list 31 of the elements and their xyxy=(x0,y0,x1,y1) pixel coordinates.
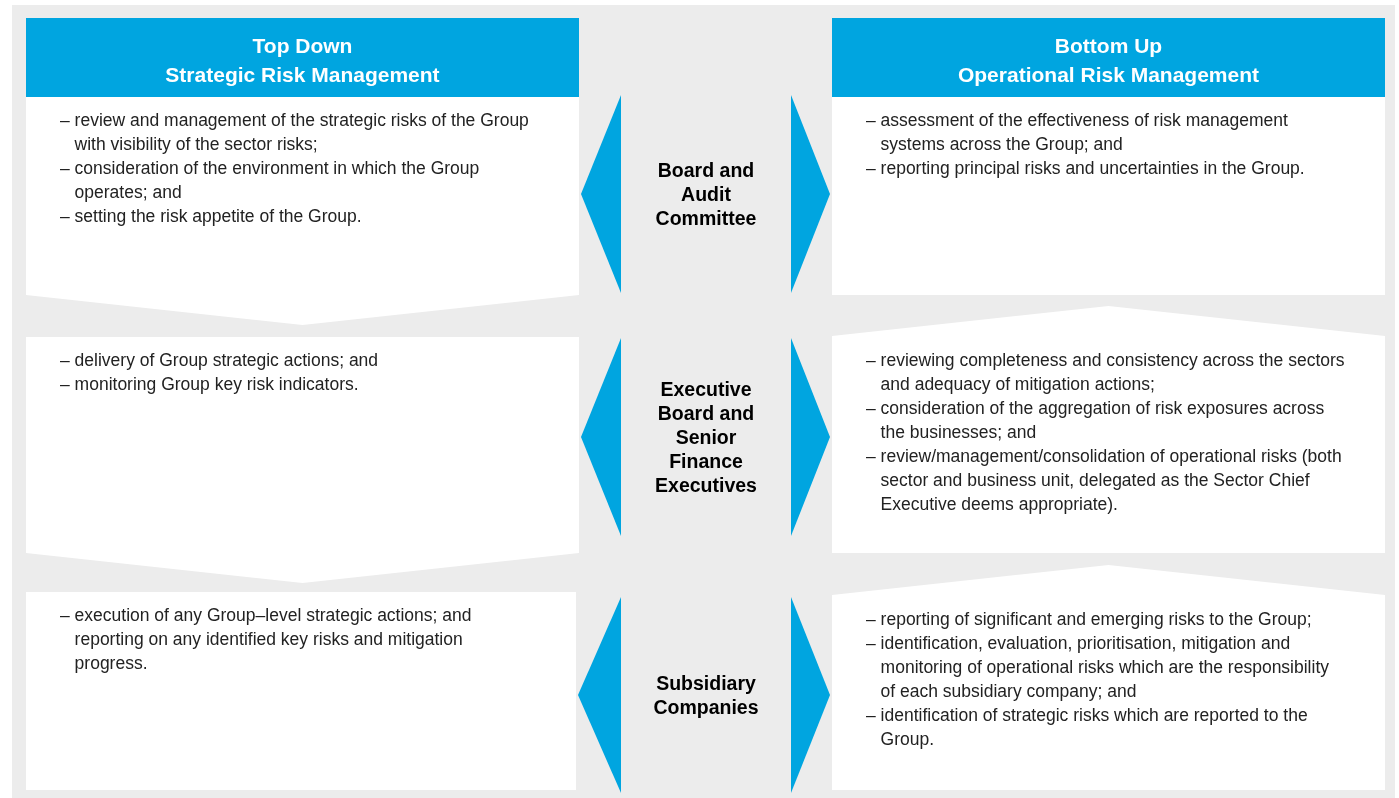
bullet-item: – identification of strategic risks which are reported to the Group. xyxy=(866,704,1309,751)
bullet-item: – reviewing completeness and consistency across the sectors and adequacy of mitigation actions; xyxy=(866,349,1345,396)
bullet-item: – consideration of the aggregation of risk exposures across the businesses; and xyxy=(866,397,1326,444)
arrow xyxy=(581,338,621,536)
bullet-item: – assessment of the effectiveness of risk management systems across the Group; and xyxy=(866,109,1289,156)
arrow xyxy=(791,597,830,793)
role-label: Subsidiary Companies xyxy=(621,597,791,793)
arrow xyxy=(578,597,621,793)
bullet-item: – reporting of significant and emerging risks to the Group; xyxy=(866,608,1313,631)
role-label: Executive Board and Senior Finance Executives xyxy=(621,338,791,536)
header-title: Top Down xyxy=(251,33,354,59)
role-label: Board and Audit Committee xyxy=(621,95,791,293)
bullet-item: – reporting principal risks and uncertainties in the Group. xyxy=(866,157,1306,180)
bullet-item: – delivery of Group strategic actions; and xyxy=(60,349,380,372)
header-title: Operational Risk Management xyxy=(956,62,1261,88)
bullet-item: – review/management/consolidation of operational risks (both sector and business unit, delegated as the Sector Chief Executive deems appropriate). xyxy=(866,445,1343,516)
arrow xyxy=(581,95,621,293)
header-band xyxy=(832,18,1385,97)
header-band xyxy=(26,18,579,97)
bullet-item: – identification, evaluation, prioritisation, mitigation and monitoring of operational risks which are the responsibility of each subsidiary company; and xyxy=(866,632,1330,703)
bullet-item: – execution of any Group–level strategic actions; and reporting on any identified key risks and mitigation progress. xyxy=(60,604,473,675)
bullet-item: – monitoring Group key risk indicators. xyxy=(60,373,360,396)
header-title: Bottom Up xyxy=(1053,33,1164,59)
content-panel xyxy=(832,97,1385,295)
arrow xyxy=(791,95,830,293)
header-title: Strategic Risk Management xyxy=(164,62,441,88)
bullet-item: – consideration of the environment in which the Group operates; and xyxy=(60,157,481,204)
bullet-item: – review and management of the strategic risks of the Group with visibility of the sector risks; xyxy=(60,109,530,156)
arrow xyxy=(791,338,830,536)
content-panel xyxy=(26,97,579,325)
bullet-item: – setting the risk appetite of the Group. xyxy=(60,205,363,228)
